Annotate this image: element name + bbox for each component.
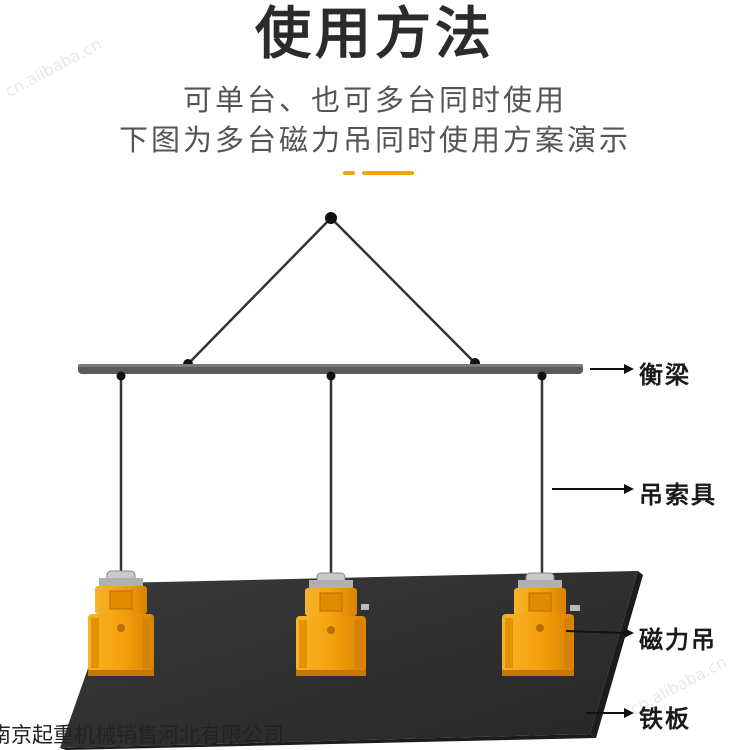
magnet-lifter-left (88, 570, 154, 676)
magnet-label: 磁力吊 (639, 626, 717, 654)
magnet-lifter-right (502, 572, 580, 676)
right-arrow-icon (590, 364, 634, 374)
plate-label: 铁板 (639, 705, 691, 733)
magnet-lifter-middle (296, 572, 369, 676)
subtitle-line-1: 可单台、也可多台同时使用 (182, 83, 567, 117)
accent-dash-short (343, 171, 355, 175)
right-arrow-icon (552, 484, 634, 494)
sling-drop-lines (116, 371, 547, 580)
page-title: 使用方法 (255, 2, 495, 67)
accent-dash-long (362, 171, 414, 175)
beam-label: 衡梁 (639, 361, 691, 389)
sling-label: 吊索具 (639, 481, 717, 509)
subtitle-line-2: 下图为多台磁力吊同时使用方案演示 (118, 123, 631, 157)
right-arrow-icon (565, 628, 634, 638)
company-footer: 南京起重机械销售河北有限公司 (0, 723, 284, 747)
right-arrow-icon (586, 708, 634, 718)
lifting-beam (78, 364, 583, 374)
lifting-sling-triangle (183, 212, 480, 369)
